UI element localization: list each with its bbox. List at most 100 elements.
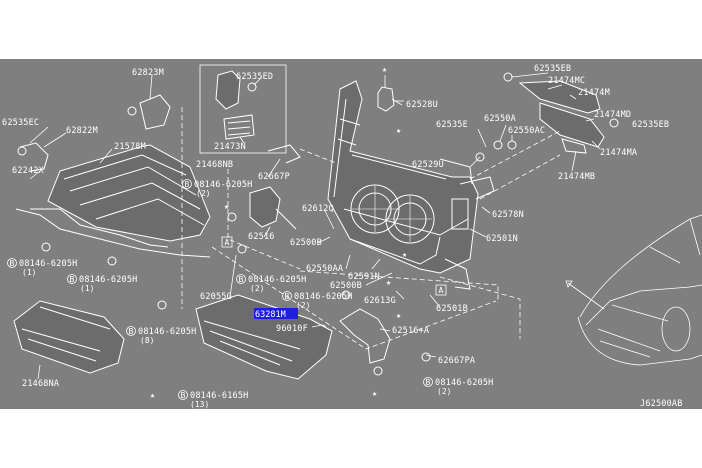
label-96010F: 96010F — [276, 324, 308, 334]
label-62535EC: 62535EC — [2, 118, 39, 128]
svg-text:(1): (1) — [80, 284, 94, 293]
stay — [339, 308, 391, 364]
bolt-callout-4: B 08146-6205H (2) — [236, 274, 307, 293]
label-62822M: 62822M — [66, 126, 98, 136]
label-62578N: 62578N — [492, 210, 524, 220]
svg-text:★: ★ — [402, 250, 407, 260]
svg-text:★: ★ — [396, 126, 401, 136]
svg-text:B: B — [10, 259, 15, 268]
svg-text:★: ★ — [372, 389, 377, 399]
label-62528U: 62528U — [406, 100, 438, 110]
label-62612Q: 62612Q — [302, 204, 334, 214]
box-marker-letters: A A — [225, 238, 444, 295]
label-62501B: 62501B — [436, 304, 468, 314]
svg-text:A: A — [225, 238, 230, 247]
label-62550AA: 62550AA — [306, 264, 343, 274]
bolt-callout-3: B 08146-6205H (1) — [67, 274, 138, 293]
svg-text:08146-6205H: 08146-6205H — [194, 180, 253, 190]
svg-text:★: ★ — [382, 65, 387, 75]
label-62667PA: 62667PA — [438, 356, 475, 366]
label-62516: 62516 — [248, 232, 275, 242]
star-markers: ★ ★ ★ ★ ★ ★ ★ ★ — [150, 65, 407, 401]
label-21474MB: 21474MB — [558, 172, 595, 182]
label-62516A: 62516+A — [392, 326, 429, 336]
label-62500B: 62500B — [290, 238, 322, 248]
radiator-core-support — [327, 80, 495, 290]
label-62591N: 62591N — [348, 272, 380, 282]
bolt-callout-7: B 08146-6205H (2) — [423, 377, 494, 396]
svg-text:(8): (8) — [140, 336, 154, 345]
label-21474MC: 21474MC — [548, 76, 585, 86]
label-21578M: 21578M — [114, 142, 146, 152]
highlighted-part[interactable]: 63281M — [254, 308, 298, 320]
svg-text:(2): (2) — [437, 387, 451, 396]
label-21474MD: 21474MD — [594, 110, 631, 120]
air-guide — [13, 300, 125, 374]
svg-text:(2): (2) — [250, 284, 264, 293]
label-21468NA: 21468NA — [22, 379, 59, 389]
svg-text:B: B — [185, 180, 190, 189]
bolt-callouts: B 08146-6205H (2) B 08146-6205H (1) B 08… — [7, 179, 494, 409]
dashed-guides — [181, 107, 561, 350]
label-62667P: 62667P — [258, 172, 290, 182]
svg-text:(2): (2) — [296, 301, 310, 310]
label-62055G: 62055G — [200, 292, 232, 302]
bolt-callout-8: B 08146-6165H (13) — [178, 390, 249, 409]
bolt-callout-1: B 08146-6205H (2) — [182, 179, 253, 198]
svg-text:A: A — [439, 286, 444, 295]
svg-text:08146-6205H: 08146-6205H — [248, 275, 307, 285]
svg-text:(2): (2) — [196, 189, 210, 198]
label-62242X: 62242X — [12, 166, 45, 176]
vehicle-outline — [565, 214, 702, 366]
svg-text:B: B — [129, 327, 134, 336]
lower-panel — [195, 294, 333, 380]
parts-diagram: ★ ★ ★ ★ ★ ★ ★ ★ 62823M 62535ED 21473N 21… — [0, 59, 702, 409]
detail-inset — [199, 64, 287, 154]
svg-text:★: ★ — [396, 311, 401, 321]
hood-lock — [249, 144, 301, 230]
svg-text:★: ★ — [386, 278, 391, 288]
label-21474MA: 21474MA — [600, 148, 637, 158]
part-labels: 62823M 62535ED 21473N 21468NB 62535EC 62… — [2, 64, 669, 389]
svg-text:08146-6205H: 08146-6205H — [435, 378, 494, 388]
svg-text:08146-6205H: 08146-6205H — [79, 275, 138, 285]
svg-text:B: B — [181, 391, 186, 400]
label-62550A: 62550A — [484, 114, 516, 124]
leader-lines — [29, 72, 601, 380]
label-62613G: 62613G — [364, 296, 396, 306]
bolt-callout-2: B 08146-6205H (1) — [7, 258, 78, 277]
svg-text:08146-6205H: 08146-6205H — [138, 327, 197, 337]
label-21468NB: 21468NB — [196, 160, 233, 170]
label-21473N: 21473N — [214, 142, 246, 152]
label-62500B-2: 62500B — [330, 281, 362, 291]
label-62535EB-2: 62535EB — [632, 120, 669, 130]
label-63281M[interactable]: 63281M — [255, 310, 286, 320]
svg-text:★: ★ — [224, 202, 229, 212]
svg-text:08146-6165H: 08146-6165H — [190, 391, 249, 401]
label-62535E: 62535E — [436, 120, 468, 130]
svg-text:08146-6205H: 08146-6205H — [19, 259, 78, 269]
svg-text:B: B — [70, 275, 75, 284]
svg-text:B: B — [239, 275, 244, 284]
label-62535EB: 62535EB — [534, 64, 571, 74]
svg-text:B: B — [285, 292, 290, 301]
svg-text:★: ★ — [150, 391, 155, 401]
svg-text:(13): (13) — [190, 400, 209, 409]
label-62529U: 62529U — [412, 160, 444, 170]
svg-text:B: B — [426, 378, 431, 387]
bolt-callout-5: B 08146-6205H (2) — [282, 291, 353, 310]
highlight-box[interactable] — [254, 308, 298, 319]
svg-text:(1): (1) — [22, 268, 36, 277]
label-62550AC: 62550AC — [508, 126, 545, 136]
svg-text:08146-6205H: 08146-6205H — [294, 292, 353, 302]
bracket-62528U — [377, 75, 404, 112]
upper-grille-support — [15, 94, 211, 258]
label-21474M: 21474M — [578, 88, 610, 98]
label-62535ED: 62535ED — [236, 72, 273, 82]
bolt-callout-6: B 08146-6205H (8) — [126, 326, 197, 345]
diagram-id: J62500AB — [640, 399, 683, 409]
diagram-drawing: ★ ★ ★ ★ ★ ★ ★ ★ 62823M 62535ED 21473N 21… — [2, 64, 702, 409]
box-markers — [221, 236, 447, 296]
label-62823M: 62823M — [132, 68, 164, 78]
label-62501N: 62501N — [486, 234, 518, 244]
